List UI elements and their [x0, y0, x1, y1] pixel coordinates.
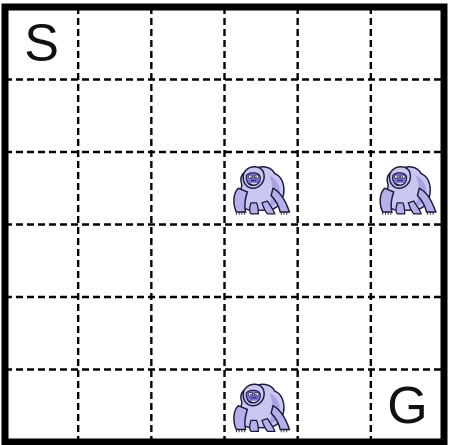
gorilla-icon: [234, 167, 290, 215]
goal-label: G: [387, 377, 427, 435]
gorilla-icon: [234, 384, 290, 432]
gorilla-icon: [380, 167, 436, 215]
start-label: S: [24, 15, 59, 73]
grid-lines: [5, 7, 444, 442]
